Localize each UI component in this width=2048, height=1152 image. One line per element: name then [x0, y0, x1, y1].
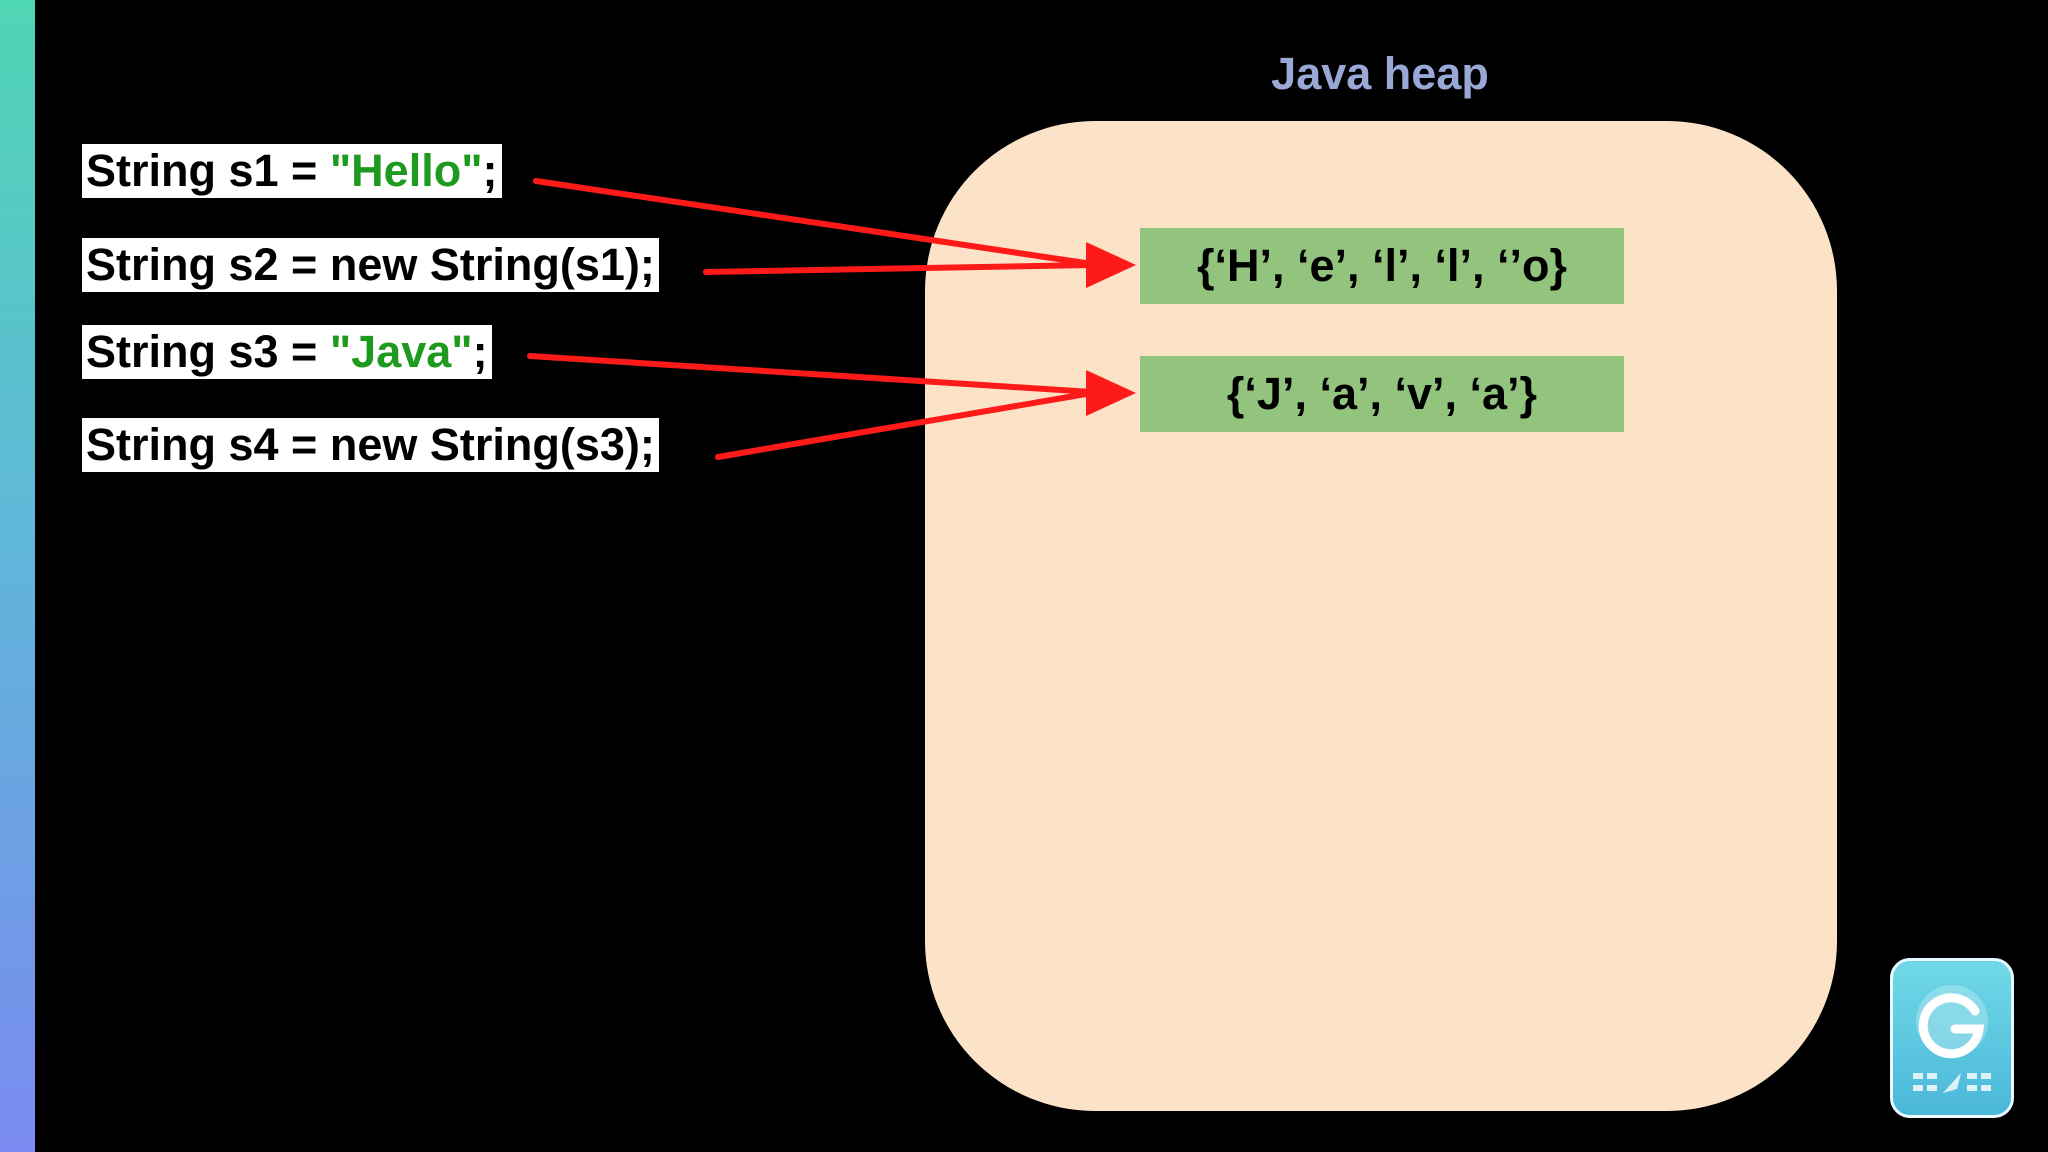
heap-title: Java heap: [1271, 48, 1489, 99]
char-array-hello: {‘H’, ‘e’, ‘l’, ‘l’, ‘’o}: [1140, 228, 1624, 304]
code-line-s1: String s1 = "Hello";: [82, 144, 502, 198]
code-line-s2: String s2 = new String(s1);: [82, 238, 659, 292]
code-suffix: ;: [472, 326, 488, 377]
code-prefix: String s2 = new String(s1);: [86, 239, 655, 290]
code-line-s4: String s4 = new String(s3);: [82, 418, 659, 472]
string-literal: "Hello": [329, 145, 483, 196]
code-prefix: String s4 = new String(s3);: [86, 419, 655, 470]
code-prefix: String s3 =: [86, 326, 330, 377]
code-line-s3: String s3 = "Java";: [82, 325, 492, 379]
g-logo-icon: [1890, 958, 2014, 1118]
code-suffix: ;: [482, 145, 498, 196]
code-prefix: String s1 =: [86, 145, 330, 196]
char-array-java: {‘J’, ‘a’, ‘v’, ‘a’}: [1140, 356, 1624, 432]
side-accent-strip: [0, 0, 35, 1152]
string-literal: "Java": [329, 326, 473, 377]
